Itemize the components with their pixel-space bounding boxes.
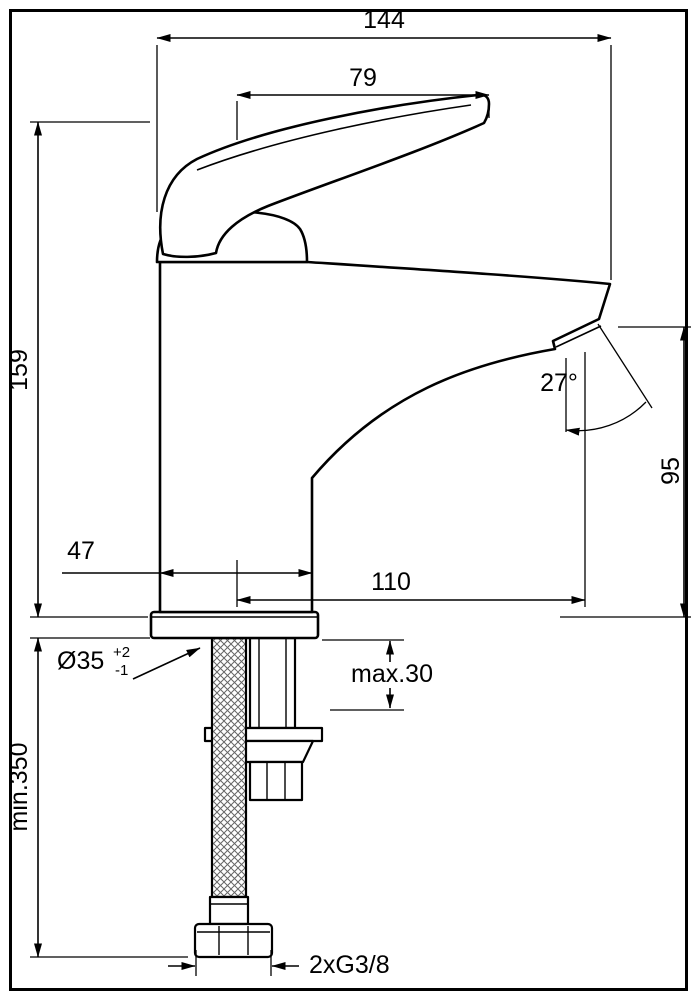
label-hole-tol-minus: -1 [115, 662, 128, 679]
faucet-drawing [149, 93, 612, 959]
hose-connection-nut [193, 922, 274, 959]
handle-crease-line [196, 104, 472, 171]
angle-arc [565, 401, 647, 436]
label-deck-thickness: max.30 [351, 660, 433, 688]
label-total-height: 159 [5, 349, 33, 391]
angle-construction [565, 323, 653, 436]
faucet-body [158, 260, 612, 614]
mounting-nut [248, 760, 304, 802]
base-plate [149, 610, 320, 640]
dimension-lines [34, 34, 688, 970]
extension-lines [30, 45, 691, 976]
threaded-shank [248, 636, 297, 730]
label-body-depth: 47 [67, 537, 95, 565]
dimensions [30, 34, 691, 976]
aerator-line [555, 325, 602, 348]
braided-hose [210, 636, 248, 899]
leader-hole-diameter [132, 647, 201, 680]
label-thread-spec: 2xG3/8 [309, 951, 390, 979]
label-handle-length: 79 [349, 64, 377, 92]
hose-ferrule [208, 895, 250, 926]
label-hose-length: min.350 [5, 743, 33, 832]
label-spout-angle: 27° [540, 369, 578, 397]
label-hole-diameter: Ø35 [57, 647, 104, 675]
flow-direction-line [597, 323, 653, 409]
dimension-labels: 144 79 159 27° 95 47 110 Ø35 +2 -1 max.3… [5, 6, 685, 979]
undermount-assembly [193, 636, 324, 959]
faucet-handle [159, 93, 491, 259]
label-outlet-height: 95 [657, 457, 685, 485]
label-hole-tol-plus: +2 [113, 644, 130, 661]
label-overall-width: 144 [363, 6, 405, 34]
label-spout-reach: 110 [371, 568, 411, 596]
